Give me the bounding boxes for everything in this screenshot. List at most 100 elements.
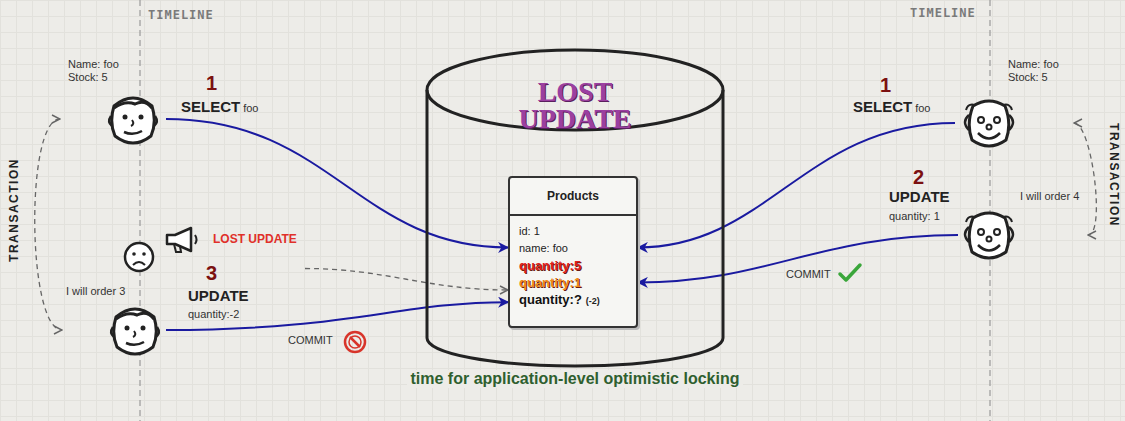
dashed-arrow	[305, 269, 508, 291]
prohibit-sign	[349, 336, 361, 348]
person-note: Name: foo Stock: 5	[68, 58, 132, 84]
sql-keyword: UPDATE	[889, 188, 950, 205]
drawing-part	[987, 237, 992, 242]
drawing-part	[114, 102, 152, 108]
person-note: Name: foo Stock: 5	[1008, 58, 1072, 84]
drawing-part	[987, 125, 992, 130]
drawing-part	[978, 117, 984, 123]
table-row: name: foo	[519, 240, 627, 257]
drawing-part	[125, 243, 153, 271]
sql-argument: quantity:-2	[188, 308, 239, 320]
drawing-part	[978, 229, 984, 235]
drawing-part	[969, 101, 1009, 146]
drawing-part	[978, 245, 1000, 251]
drawing-part	[126, 342, 144, 345]
query-arrow	[638, 123, 955, 247]
drawing-part	[141, 326, 146, 331]
check-mark	[840, 265, 860, 280]
caption: time for application-level optimistic lo…	[407, 370, 744, 388]
timeline-line	[989, 0, 990, 421]
dashed-arrow	[1074, 123, 1096, 235]
query-arrow	[166, 119, 508, 247]
drawing-part	[139, 115, 144, 120]
drawing-part	[142, 252, 146, 256]
person-actor: Name: foo Stock: 5	[955, 56, 1074, 154]
drawing-part	[960, 206, 1018, 264]
drawing-part	[966, 217, 1012, 222]
face-icon	[105, 90, 161, 148]
database-cylinder: LOST UPDATEProductsid: 1name: fooquantit…	[425, 48, 725, 370]
drawing-part	[123, 115, 128, 120]
drawing-part	[966, 105, 1012, 110]
drawing-part	[174, 244, 181, 252]
drawing-part	[978, 133, 1000, 139]
drawing-part	[112, 98, 155, 143]
timeline-label: TIMELINE	[148, 8, 214, 22]
drawing-part	[133, 331, 135, 337]
table-row: id: 1	[519, 223, 627, 240]
sql-keyword: UPDATE	[188, 287, 249, 304]
drawing-part	[122, 240, 156, 274]
drawing-part	[125, 326, 130, 331]
table-row: quantity:5	[519, 257, 627, 274]
drawing-part	[114, 309, 157, 354]
dashed-arrow	[35, 119, 62, 330]
sql-keyword: SELECT	[853, 98, 912, 115]
table-rows: id: 1name: fooquantity:5quantity:1quanti…	[510, 216, 636, 316]
drawing-part	[116, 313, 154, 319]
person-actor: I will order 3	[62, 285, 166, 361]
megaphone-icon	[164, 226, 202, 254]
drawing-part	[167, 228, 191, 251]
query-arrow	[166, 302, 508, 330]
drawing-part	[131, 120, 133, 126]
face-icon	[107, 301, 163, 359]
drawing-part	[969, 213, 1009, 258]
database-title: LOST UPDATE	[500, 78, 650, 132]
person-actor: I will order 4	[958, 188, 1088, 266]
transaction-label: TRANSACTION	[1107, 123, 1121, 227]
sql-argument: foo	[243, 102, 258, 114]
drawing-part	[960, 94, 1018, 152]
drawing-part	[133, 262, 145, 265]
drawing-part	[965, 115, 1013, 130]
query-arrow	[638, 235, 958, 282]
step-number: 1	[206, 72, 217, 95]
step-number: 1	[880, 74, 891, 97]
sad-face	[122, 240, 156, 274]
table-row: quantity:1	[519, 274, 627, 291]
timeline-line	[139, 0, 140, 421]
sql-argument: quantity: 1	[889, 210, 940, 222]
table-box: Productsid: 1name: fooquantity:5quantity…	[508, 176, 638, 328]
step-number: 2	[913, 166, 924, 189]
face-icon	[960, 206, 1018, 264]
table-row: quantity:? (-2)	[519, 291, 627, 309]
person-note: I will order 3	[66, 285, 125, 298]
person-note: I will order 4	[1020, 190, 1079, 203]
drawing-part	[105, 90, 161, 148]
sql-argument: foo	[915, 102, 930, 114]
commit-label: COMMIT	[288, 334, 333, 346]
step-number: 3	[206, 262, 217, 285]
timeline-label: TIMELINE	[910, 6, 976, 20]
drawing-part	[109, 116, 157, 126]
drawing-part	[994, 117, 1000, 123]
alert-text: LOST UPDATE	[213, 232, 297, 246]
drawing-part	[164, 226, 202, 254]
drawing-part	[107, 301, 163, 359]
commit-label: COMMIT	[786, 268, 831, 280]
prohibit-sign	[345, 332, 365, 352]
drawing-part	[195, 235, 197, 244]
transaction-label: TRANSACTION	[7, 158, 21, 262]
drawing-part	[111, 327, 159, 337]
table-cell: quantity:?	[519, 292, 582, 307]
sql-keyword: SELECT	[181, 98, 240, 115]
face-icon	[960, 94, 1018, 152]
drawing-part	[132, 252, 136, 256]
table-header: Products	[510, 178, 636, 216]
prohibit-sign	[350, 337, 360, 347]
table-cell: (-2)	[586, 296, 600, 306]
drawing-part	[965, 227, 1013, 242]
person-actor: Name: foo Stock: 5	[60, 58, 166, 150]
drawing-part	[124, 131, 142, 134]
